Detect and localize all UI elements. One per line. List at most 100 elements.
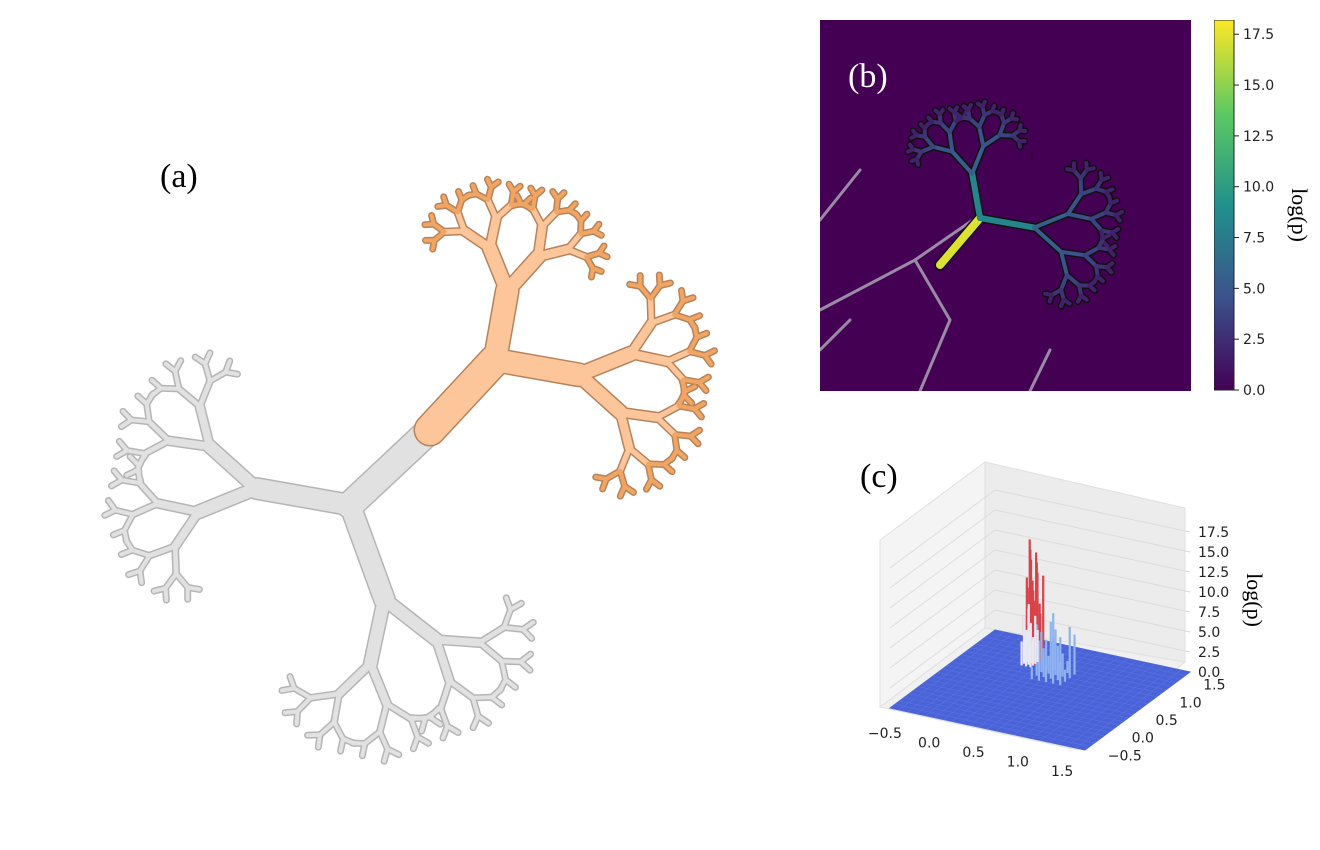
tree-branch — [644, 477, 654, 492]
tree-branch — [485, 214, 501, 253]
tree-branch — [518, 659, 532, 673]
tree-branch — [616, 408, 634, 453]
tree-branch — [672, 299, 685, 317]
heatmap-branch — [909, 157, 920, 164]
tree-branch — [520, 620, 536, 632]
tree-branch — [455, 197, 464, 215]
tree-branch — [295, 695, 313, 714]
tree-branch — [554, 196, 560, 215]
tree-branch — [571, 346, 638, 382]
tree-branch — [364, 592, 391, 670]
tree-branch — [119, 477, 142, 486]
heatmap-branch — [977, 215, 1038, 231]
z-tick-label: 7.5 — [1198, 605, 1220, 621]
heatmap-branch — [969, 170, 983, 221]
tree-branch — [384, 701, 414, 722]
heatmap-branch — [911, 128, 919, 138]
tree-branch — [438, 706, 450, 729]
tree-branch — [432, 229, 447, 243]
heatmap-branch — [947, 118, 958, 135]
heatmap-branch — [997, 121, 1006, 138]
tree-branch — [158, 386, 181, 391]
tree-branch — [460, 226, 495, 253]
heatmap-branch — [967, 116, 982, 129]
tree-branch — [504, 595, 513, 612]
heatmap-branch — [937, 107, 945, 117]
tree-branch — [113, 508, 135, 517]
heatmap-branch — [977, 113, 987, 129]
tree-branch — [441, 194, 449, 208]
heatmap-branch — [1059, 273, 1069, 292]
tree-branch — [511, 184, 523, 194]
heatmap-branch — [1089, 210, 1108, 221]
tree-branch — [112, 468, 124, 482]
tree-branch — [616, 408, 662, 422]
tree-branch — [658, 281, 673, 288]
tree-branch — [377, 701, 390, 735]
tree-branch — [474, 191, 491, 203]
tree-branch — [163, 571, 179, 591]
surface-mesh — [888, 539, 1192, 751]
tree-branch — [664, 358, 686, 383]
tree-branch — [702, 353, 714, 367]
colorbar: 0.02.55.07.510.012.515.017.5 log(p) — [1214, 20, 1312, 399]
x-tick-label: 0.5 — [962, 745, 984, 761]
tree-branch — [171, 508, 203, 551]
tree-branch — [173, 358, 183, 374]
tree-branch — [294, 709, 300, 726]
tree-branch — [687, 335, 699, 354]
tree-branch — [142, 438, 172, 456]
tree-branch — [477, 625, 507, 646]
tree-branch — [626, 349, 672, 366]
colorbar-tick-label: 7.5 — [1243, 231, 1265, 247]
tree-branch — [692, 406, 704, 419]
tree-branch — [287, 674, 297, 691]
tree-branch — [499, 659, 523, 664]
heatmap-branch — [1104, 265, 1114, 275]
heatmap-branch — [1082, 253, 1099, 269]
heatmap-branch — [907, 142, 916, 152]
heatmap-branch — [1059, 297, 1066, 309]
tree-branch — [332, 720, 346, 741]
tree-branch — [672, 432, 693, 439]
tree-branch — [316, 732, 323, 750]
tree-branch — [597, 251, 610, 259]
tree-branch — [584, 251, 602, 259]
tree-branch — [124, 468, 140, 478]
tree-branch — [174, 571, 190, 590]
tree-branch — [144, 401, 152, 424]
heatmap-branch — [970, 144, 986, 176]
tree-branch — [335, 659, 375, 698]
z-tick-label: 12.5 — [1198, 565, 1229, 581]
heatmap-panel: (b) — [820, 20, 1191, 391]
tree-branch — [341, 736, 357, 746]
z-tick-label: 2.5 — [1198, 645, 1220, 661]
tree-branch — [377, 729, 390, 752]
tree-branch — [518, 652, 533, 664]
tree-branch — [471, 714, 481, 730]
tree-branch — [555, 190, 566, 201]
tree-branch — [638, 284, 653, 301]
y-tick-label: −0.5 — [1108, 748, 1142, 764]
tree-branch — [694, 331, 709, 340]
tree-branch — [578, 229, 596, 236]
tree-branch — [106, 498, 118, 513]
tree-branch — [360, 741, 367, 758]
tree-branch — [554, 208, 572, 215]
tree-branch — [604, 468, 623, 481]
heatmap-branch — [1078, 176, 1084, 197]
tree-branch — [688, 434, 701, 446]
z-axis-title: log(p) — [1242, 573, 1267, 627]
tree-branch — [509, 189, 516, 207]
tree-branch — [125, 448, 147, 456]
tree-branch — [571, 367, 628, 420]
highlighted-orange-subtree — [413, 175, 718, 500]
heatmap-branch — [1110, 230, 1119, 240]
colorbar-tick-label: 12.5 — [1243, 129, 1274, 145]
tree-branch — [617, 445, 632, 474]
tree-branch — [331, 691, 342, 725]
tree-branch — [470, 695, 494, 700]
tree-branch — [318, 720, 337, 737]
tree-branch — [428, 706, 441, 720]
heatmap-branch — [1079, 186, 1099, 197]
